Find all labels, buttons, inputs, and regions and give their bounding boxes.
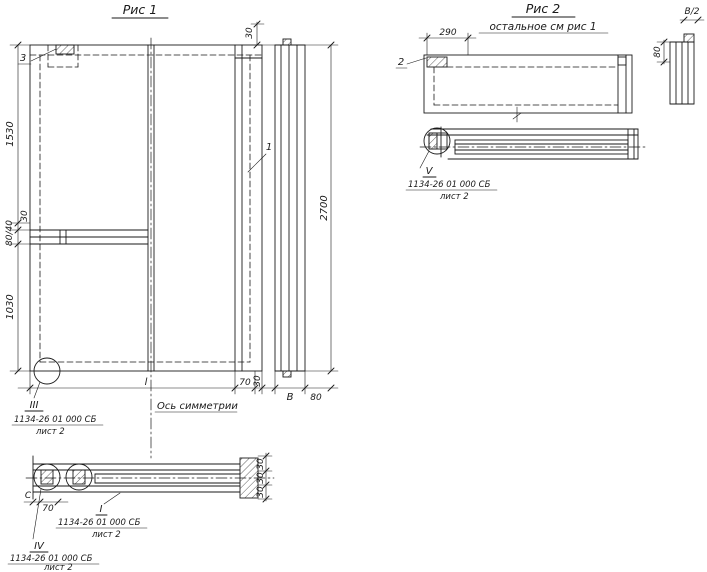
dim-top-30: 30 [245, 27, 255, 39]
fig1-title: Рис 1 [123, 2, 157, 17]
node-v-sheet: лист 2 [439, 192, 469, 202]
dim-left-1530: 1530 [5, 121, 16, 146]
callout-1-leader [247, 153, 267, 173]
dim-80-fig2: 80 [653, 46, 663, 58]
dim-flange-top-30: 30 [256, 458, 266, 470]
dim-bottom-B: В [287, 392, 294, 403]
dim-bottom-30: 30 [253, 375, 263, 387]
callout-1: 1 [266, 142, 272, 153]
fig2-hidden-lines [433, 66, 619, 106]
node-iii-label: III [30, 400, 39, 411]
fig1: Рис 1 [5, 2, 339, 459]
node-iii-leader [33, 381, 41, 399]
fig2-title: Рис 2 [526, 1, 561, 16]
detail-circle-iii [33, 357, 61, 385]
node-iii-doc: 1134-26 01 000 СБ [14, 415, 97, 425]
dim-70: 70 [42, 504, 54, 514]
node-iv-sheet: лист 2 [43, 563, 73, 572]
fig2-edge-strip [669, 33, 695, 105]
fig2-dim-290-lines [418, 32, 477, 56]
callout-3: 3 [20, 53, 26, 64]
callout-3-leader [30, 48, 57, 62]
node-iv-leader [32, 488, 42, 540]
section-i: 30 30 30 С 70 I 1134-26 01 000 СБ лист 2… [7, 452, 275, 572]
fig2: Рис 2 остальное см рис 1 290 [395, 1, 705, 202]
node-iii-sheet: лист 2 [35, 427, 65, 437]
fig2-panel-linework [423, 54, 633, 123]
node-i-label: I [100, 504, 103, 515]
node-v-doc: 1134-26 01 000 СБ [408, 180, 491, 190]
dim-left-80-40: 80/40 [5, 220, 15, 246]
fig2-dim-290-ticks [423, 34, 472, 42]
node-v-leader [419, 150, 430, 169]
dim-right-2700: 2700 [319, 195, 330, 220]
dim-web-30: 30 [256, 472, 266, 484]
node-i-doc: 1134-26 01 000 СБ [58, 518, 141, 528]
axis-of-symmetry-label: Ось симметрии [157, 401, 238, 412]
node-i-leader [103, 492, 121, 505]
section-i-dimension-ticks [29, 452, 270, 506]
section-i-linework [32, 455, 259, 500]
dim-c: С [25, 491, 32, 501]
fig1-dimension-ticks [14, 20, 335, 392]
fig1-panel-linework [29, 44, 263, 372]
dim-bottom-80: 80 [310, 393, 322, 403]
node-i-sheet: лист 2 [91, 530, 121, 540]
fig1-hidden-lines [29, 44, 263, 363]
fig1-side-view [274, 38, 306, 378]
node-v-label: V [426, 166, 434, 177]
callout-2-leader [406, 57, 427, 65]
dim-left-1030: 1030 [5, 294, 16, 319]
fig2-edge-dim-ticks [660, 16, 702, 66]
dim-bottom-l: l [145, 377, 148, 388]
node-iv-doc: 1134-26 01 000 СБ [10, 554, 93, 564]
dim-bottom-70: 70 [239, 378, 251, 388]
dim-left-30: 30 [20, 210, 30, 222]
section-i-dimension-lines [23, 452, 273, 503]
callout-2: 2 [398, 57, 404, 68]
fig2-subtitle: остальное см рис 1 [489, 21, 596, 33]
dim-b-half: В/2 [685, 7, 700, 17]
fig1-dimension-lines [9, 21, 339, 395]
dim-290: 290 [439, 28, 456, 38]
node-iv-label: IV [34, 541, 45, 552]
dim-flange-bottom-30: 30 [256, 486, 266, 498]
fig2-section-linework [423, 126, 639, 160]
